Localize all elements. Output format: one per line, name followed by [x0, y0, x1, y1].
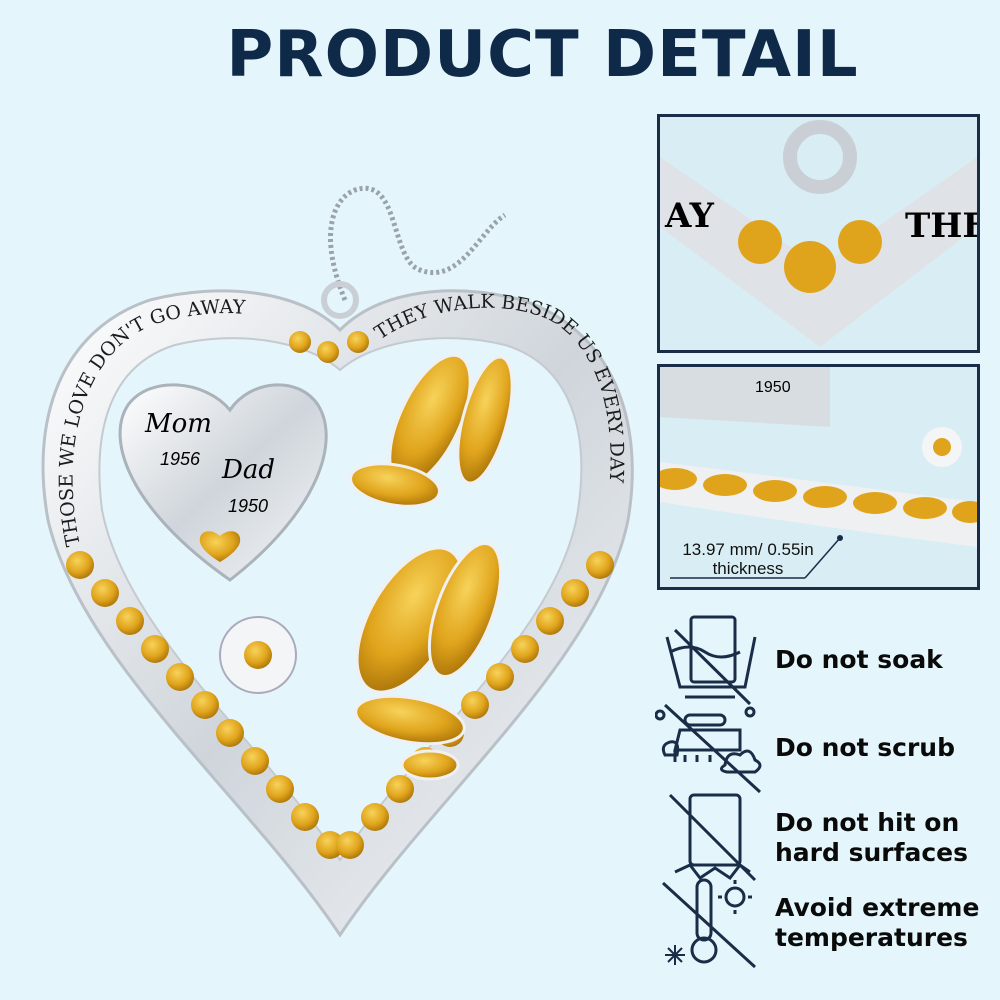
gem: [317, 341, 339, 363]
no-hit-icon: [668, 793, 757, 882]
gem: [536, 607, 564, 635]
ball-chain: [328, 185, 507, 301]
heart-ornament-image: THOSE WE LOVE DON'T GO AWAY THEY WALK BE…: [41, 185, 634, 938]
no-extreme-temperature-icon: [661, 878, 757, 969]
gem: [91, 579, 119, 607]
name-dad: Dad: [221, 455, 275, 485]
year-mom: 1956: [160, 449, 201, 469]
care-label: Avoid extreme temperatures: [775, 892, 980, 952]
gem: [116, 607, 144, 635]
butterfly-upper: [349, 353, 514, 508]
gem: [561, 579, 589, 607]
care-label: Do not scrub: [775, 732, 955, 762]
gem: [361, 803, 389, 831]
thickness-callout: 13.97 mm/ 0.55in thickness: [668, 540, 828, 578]
gem: [461, 691, 489, 719]
butterfly-lower: [354, 542, 503, 781]
thickness-value: 13.97 mm/ 0.55in: [682, 540, 814, 559]
top-closeup-image: AY THE: [660, 120, 977, 347]
gem: [141, 635, 169, 663]
fragment-year: 1950: [755, 379, 791, 396]
gem: [216, 719, 244, 747]
daisy-flower: [219, 616, 297, 694]
thickness-label: thickness: [712, 559, 784, 578]
gem: [586, 551, 614, 579]
gem: [166, 663, 194, 691]
care-item-scrub: Do not scrub: [655, 700, 985, 795]
gem: [66, 551, 94, 579]
gem: [511, 635, 539, 663]
gem: [241, 747, 269, 775]
gem: [266, 775, 294, 803]
care-label: Do not soak: [775, 644, 943, 674]
year-dad: 1950: [228, 496, 268, 516]
detail-panel-top-gems: AY THE: [657, 114, 980, 353]
small-gem-heart: [199, 531, 241, 562]
hanging-loop: [321, 281, 359, 319]
gem: [336, 831, 364, 859]
gem: [316, 831, 344, 859]
page-title: PRODUCT DETAIL: [226, 18, 859, 92]
gem: [347, 331, 369, 353]
gem: [289, 331, 311, 353]
no-soak-icon: [665, 615, 757, 706]
care-label: Do not hit on hard surfaces: [775, 807, 969, 867]
gem: [191, 691, 219, 719]
name-heart-pendant: [118, 383, 328, 582]
gem: [386, 775, 414, 803]
fragment-right: THE: [905, 206, 977, 246]
name-mom: Mom: [144, 409, 212, 439]
detail-panel-thickness: 1950 13.97 mm/ 0.55in thickness: [657, 364, 980, 590]
care-item-hit: Do not hit on hard surfaces: [655, 790, 985, 885]
no-scrub-icon: [655, 703, 762, 794]
fragment-left: AY: [664, 196, 715, 236]
thickness-closeup-image: 1950: [660, 367, 977, 579]
care-item-soak: Do not soak: [655, 612, 985, 707]
gem: [291, 803, 319, 831]
care-item-temperature: Avoid extreme temperatures: [655, 875, 985, 970]
gem: [486, 663, 514, 691]
